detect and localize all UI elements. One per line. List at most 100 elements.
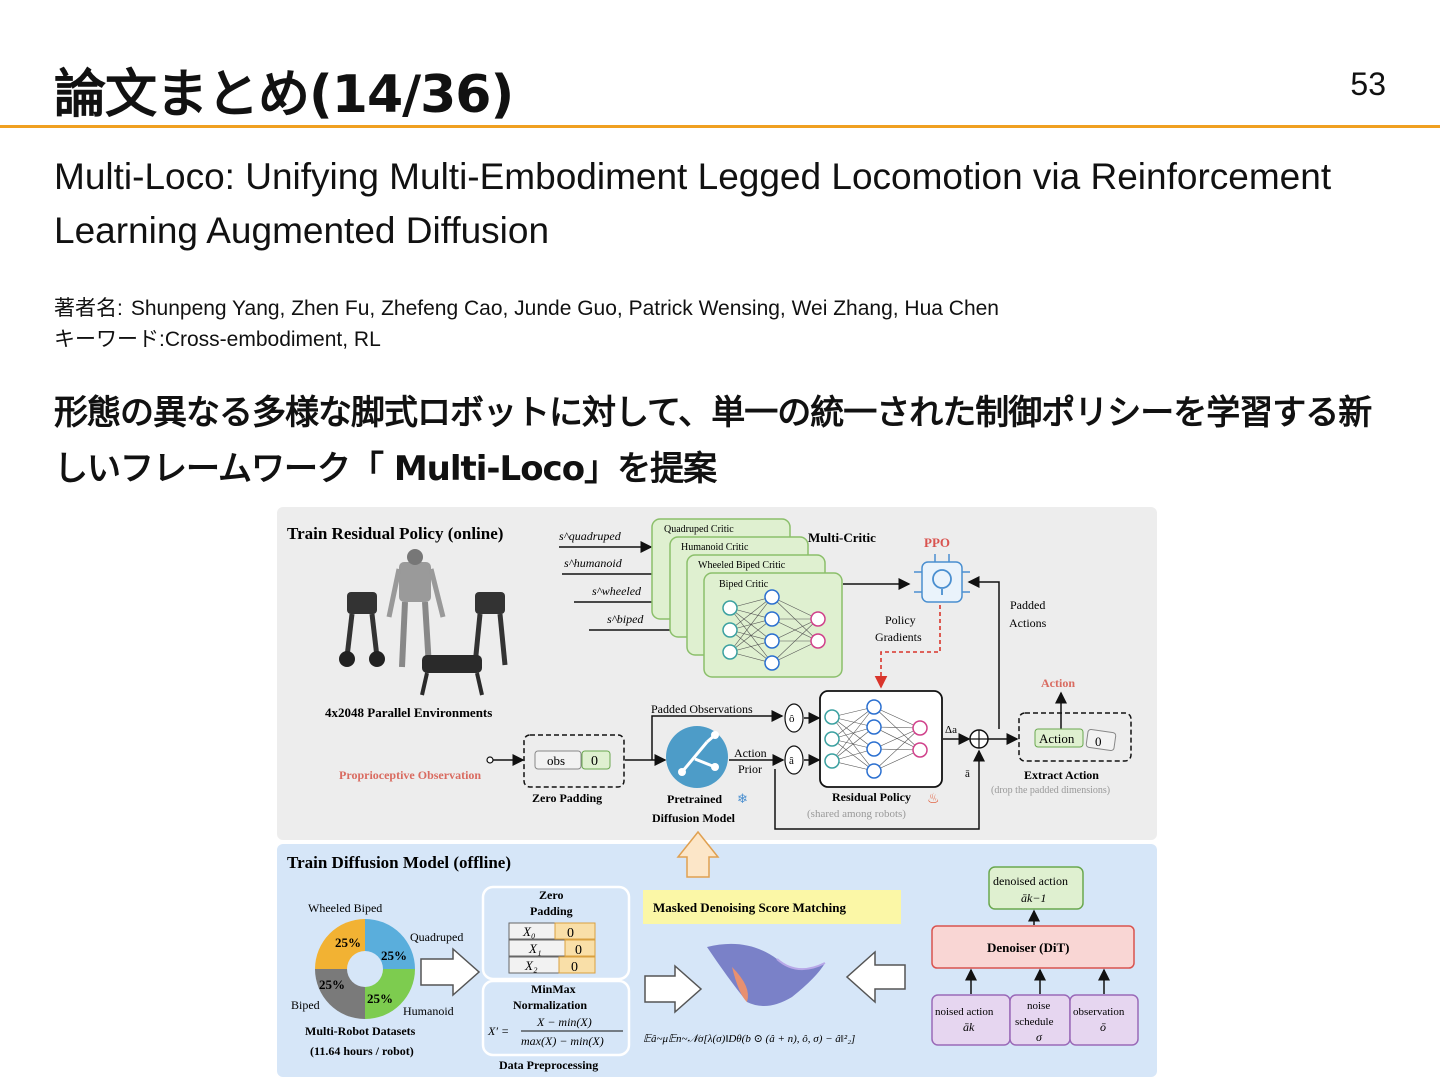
- diffusion-model-label: Diffusion Model: [652, 811, 736, 825]
- o-hat-node: [784, 703, 804, 733]
- critic-label-wheeled: Wheeled Biped Critic: [698, 560, 786, 571]
- minmax-step-box: [481, 979, 631, 1057]
- authors-line: 著者名:Shunpeng Yang, Zhen Fu, Zhefeng Cao,…: [54, 292, 999, 322]
- slide-title: 論文まとめ(14/36): [54, 65, 514, 125]
- preprocess-to-loss-arrow: [644, 964, 703, 1014]
- x0-zero: 0: [567, 926, 574, 941]
- formula-denominator: max(X) − min(X): [521, 1034, 604, 1048]
- padded-actions-label-2: Actions: [1009, 616, 1047, 630]
- action-cell-label: Action: [1039, 731, 1075, 746]
- ppo-icon: [914, 554, 970, 603]
- loss-landscape-surface: [707, 943, 826, 1006]
- padded-actions-label-1: Padded: [1010, 598, 1045, 612]
- input-humanoid: s^humanoid: [564, 556, 623, 570]
- critic-network: [722, 589, 826, 671]
- zero-padding-box: [523, 734, 625, 788]
- keywords-line: キーワード:Cross-embodiment, RL: [54, 323, 381, 353]
- denoiser-label: Denoiser (DiT): [987, 940, 1069, 955]
- critic-label-biped: Biped Critic: [719, 579, 769, 590]
- pie-pct-quadruped: 25%: [381, 948, 407, 963]
- masked-dsm-banner: [643, 890, 901, 924]
- noise-label-2: schedule: [1015, 1016, 1054, 1028]
- noise-label-1: noise: [1027, 1000, 1050, 1012]
- envs-label: 4x2048 Parallel Environments: [325, 705, 492, 720]
- x1-zero: 0: [575, 943, 582, 958]
- zero-padding-step-box: [481, 885, 631, 981]
- a-hat-node: [784, 745, 804, 775]
- obs-label: obs: [547, 753, 565, 768]
- input-biped: s^biped: [607, 612, 644, 626]
- formula-numerator: X − min(X): [536, 1015, 592, 1029]
- authors-value: Shunpeng Yang, Zhen Fu, Zhefeng Cao, Jun…: [130, 297, 999, 320]
- pie-label-wheeled: Wheeled Biped: [308, 901, 382, 915]
- o-bar-label: ō: [1100, 1020, 1106, 1034]
- padding-matrix: [508, 922, 596, 974]
- dropped-cell-label: 0: [1095, 734, 1102, 749]
- padded-observations-arrow: [651, 710, 784, 760]
- sigma-label: σ: [1036, 1030, 1043, 1044]
- policy-gradients-label-2: Gradients: [875, 630, 922, 644]
- snowflake-icon: ❄: [737, 791, 748, 806]
- denoised-action-label: denoised action: [993, 874, 1068, 888]
- padded-observations-label: Padded Observations: [651, 702, 753, 716]
- paper-title: Multi-Loco: Unifying Multi-Embodiment Le…: [54, 156, 1332, 251]
- zero-padding-step-label-1: Zero: [539, 888, 563, 902]
- datasets-label: Multi-Robot Datasets: [305, 1024, 416, 1038]
- denoiser-box: [931, 925, 1135, 969]
- critic-label-humanoid: Humanoid Critic: [681, 542, 749, 553]
- minmax-label-2: Normalization: [513, 998, 587, 1012]
- a-bar-label: ā: [965, 768, 970, 780]
- pie-label-biped: Biped: [291, 998, 320, 1012]
- action-cell: [1034, 728, 1084, 748]
- observation-label: observation: [1073, 1006, 1125, 1018]
- action-prior-label-2: Prior: [738, 762, 762, 776]
- keywords-label: キーワード:: [54, 328, 165, 351]
- extract-action-box: [1018, 712, 1132, 762]
- zero-cell-label: 0: [591, 754, 598, 769]
- o-hat-label: ô: [789, 713, 795, 725]
- residual-policy-box: [819, 690, 943, 788]
- x2-label: X₂: [524, 958, 538, 973]
- pie-pct-wheeled: 25%: [335, 935, 361, 950]
- method-figure: Train Residual Policy (online) 4x2048 Pa…: [277, 507, 1157, 1077]
- flame-icon: ♨: [927, 792, 940, 807]
- pie-pct-biped: 25%: [319, 977, 345, 992]
- a-bar-arrow: [774, 749, 985, 830]
- observation-box: [1069, 994, 1139, 1046]
- policy-gradients-label-1: Policy: [885, 613, 916, 627]
- pie-pct-humanoid: 25%: [367, 991, 393, 1006]
- diffusion-model-icon: [666, 726, 728, 788]
- dropped-cell: [1085, 729, 1117, 751]
- a-hat-label: â: [789, 755, 794, 767]
- loss-formula: 𝔼â~μ𝔼n~𝒩σ[λ(σ)‖Dθ(b ⊙ (â + n), ô, σ) − â…: [643, 1033, 855, 1045]
- figure-diagram: Train Residual Policy (online) 4x2048 Pa…: [287, 518, 1139, 1072]
- residual-policy-network: [824, 699, 928, 779]
- shared-label: (shared among robots): [807, 808, 906, 820]
- critic-label-quadruped: Quadruped Critic: [664, 524, 734, 535]
- denoiser-to-loss-arrow: [845, 950, 906, 1004]
- drop-padded-label: (drop the padded dimensions): [991, 785, 1110, 796]
- noised-action-label: noised action: [935, 1006, 994, 1018]
- a-k1-label: āk−1: [1021, 891, 1046, 905]
- multi-critic-label: Multi-Critic: [808, 530, 876, 545]
- delta-a-label: Δa: [945, 724, 957, 736]
- ppo-label: PPO: [924, 535, 950, 550]
- summary-text: 形態の異なる多様な脚式ロボットに対して、単一の統一された制御ポリシーを学習する新…: [54, 393, 1372, 489]
- a-k-label: āk: [963, 1020, 975, 1034]
- data-preprocessing-label: Data Preprocessing: [499, 1058, 598, 1072]
- x1-label: X₁: [528, 941, 541, 956]
- zero-padding-label: Zero Padding: [532, 791, 602, 805]
- zero-padding-step-label-2: Padding: [530, 904, 573, 918]
- minmax-label-1: MinMax: [531, 982, 576, 996]
- zero-cell: [581, 750, 611, 770]
- x0-label: X₀: [522, 924, 535, 939]
- bottom-panel-title: Train Diffusion Model (offline): [287, 853, 511, 872]
- masked-dsm-label: Masked Denoising Score Matching: [653, 900, 846, 915]
- pie-to-preprocess-arrow: [420, 947, 481, 997]
- action-prior-label-1: Action: [734, 746, 767, 760]
- proprio-input-node: [486, 756, 494, 764]
- action-output-label: Action: [1041, 676, 1075, 690]
- datasets-sub: (11.64 hours / robot): [310, 1044, 414, 1058]
- denoised-action-box: [988, 866, 1084, 910]
- dataset-pie-chart: [315, 919, 415, 1019]
